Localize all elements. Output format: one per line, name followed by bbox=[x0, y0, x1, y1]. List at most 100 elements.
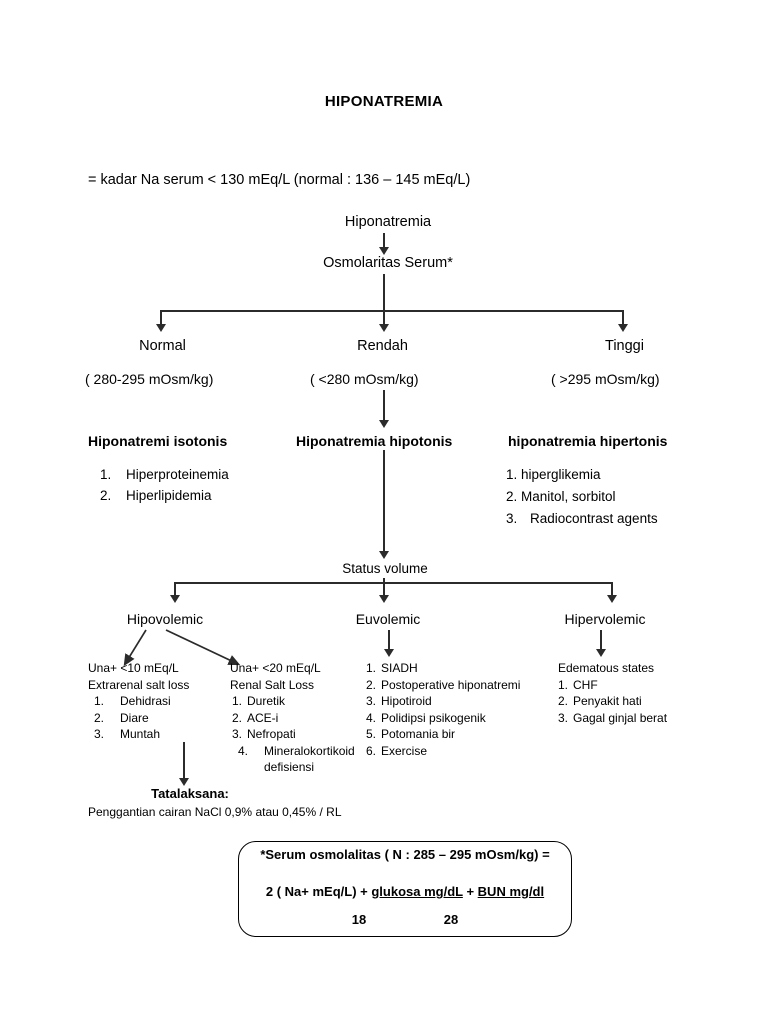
list-item-label: Exercise bbox=[381, 743, 428, 758]
list-item: 2. Hiperlipidemia bbox=[100, 485, 229, 506]
list-item-label: Hipotiroid bbox=[381, 694, 432, 708]
list-item-number: 2. bbox=[506, 489, 518, 504]
column-head-line2: Renal Salt Loss bbox=[230, 677, 315, 692]
list-item-number: 2. bbox=[558, 694, 569, 708]
list-euvolemic: 1. SIADH 2. Postoperative hiponatremi 3. Hi… bbox=[366, 660, 520, 759]
heading-tatalaksana: Tatalaksana: bbox=[151, 786, 229, 801]
list-item-number: 2. bbox=[94, 710, 105, 725]
formula-line-2: 2 ( Na+ mEq/L) + glukosa mg/dL + BUN mg/… bbox=[238, 884, 572, 899]
list-item-number: 3. bbox=[558, 710, 569, 725]
list-hypovolemic-renal: 1.Duretik 2. ACE-i 3.Nefropati 4.Mineralo… bbox=[230, 693, 355, 759]
page-title: HIPONATREMIA bbox=[324, 93, 444, 110]
column-hypovolemic-extrarenal: Una+ <10 mEq/L Extrarenal salt loss 1.De… bbox=[88, 660, 189, 743]
list-item-number: 3. bbox=[232, 727, 243, 741]
list-item-label: Hiperproteinemia bbox=[126, 467, 229, 482]
node-hiponatremia: Hiponatremia bbox=[344, 214, 432, 230]
column-hypovolemic-renal: Una+ <20 mEq/L Renal Salt Loss 1.Duretik… bbox=[230, 660, 355, 776]
connector-osmolarity-mid-drop bbox=[383, 310, 385, 326]
list-item-label: Penyakit hati bbox=[573, 694, 642, 708]
list-item: 1. SIADH bbox=[366, 660, 520, 677]
connector-osmolarity-right-drop bbox=[622, 310, 624, 326]
connector-statusvolume-mid-drop bbox=[383, 582, 385, 596]
branch-label-tinggi: Tinggi bbox=[605, 338, 644, 354]
list-isotonic-causes: 1.Hiperproteinemia 2.Hiperlipidemia bbox=[100, 464, 229, 506]
header-hiponatremi-isotonis: Hiponatremi isotonis bbox=[88, 433, 228, 449]
connector-rendah-to-hipotonis bbox=[383, 390, 385, 422]
list-item: 3. Gagal ginjal berat bbox=[558, 710, 667, 727]
arrowhead-branch-euvolemic bbox=[379, 595, 389, 603]
formula-denominator-glukosa: 18 bbox=[351, 912, 367, 927]
list-hypertonic-causes: 1.hiperglikemia 2.Manitol, sorbitol 3. Ra… bbox=[506, 464, 658, 530]
list-item: 2. Penyakit hati bbox=[558, 693, 667, 710]
list-item-number: 3. bbox=[366, 694, 377, 708]
list-item-label: Radiocontrast agents bbox=[530, 511, 658, 526]
node-hipervolemic: Hipervolemic bbox=[564, 611, 646, 627]
list-item-label: Postoperative hiponatremi bbox=[381, 677, 521, 692]
column-hypervolemic-causes: Edematous states 1.CHF 2. Penyakit hati 3… bbox=[558, 660, 667, 726]
list-item-label: Duretik bbox=[247, 694, 286, 708]
branch-label-normal: Normal bbox=[139, 338, 186, 354]
text-tatalaksana-detail: Penggantian cairan NaCl 0,9% atau 0,45% … bbox=[88, 805, 342, 819]
formula-term-glukosa: glukosa mg/dL bbox=[371, 884, 463, 899]
list-item-number: 4. bbox=[238, 743, 249, 758]
list-item-number: 2. bbox=[366, 677, 377, 692]
column-head-line1: Una+ <20 mEq/L bbox=[230, 661, 321, 675]
connector-statusvolume-bar bbox=[174, 582, 612, 584]
list-item-number: 3. bbox=[506, 511, 518, 526]
node-hipovolemic: Hipovolemic bbox=[126, 611, 204, 627]
connector-statusvolume-stem bbox=[383, 578, 385, 583]
list-item-number: 1. bbox=[94, 694, 105, 708]
node-osmolaritas-serum: Osmolaritas Serum* bbox=[323, 255, 453, 271]
formula-term-bun: BUN mg/dl bbox=[477, 884, 545, 899]
column-head-line1: Edematous states bbox=[558, 661, 655, 675]
list-item-number: 1. bbox=[506, 467, 518, 482]
connector-root-to-osmolarity bbox=[383, 233, 385, 249]
list-item-label: CHF bbox=[573, 677, 598, 692]
list-item-number: 1. bbox=[366, 661, 377, 675]
formula-denominator-bun: 28 bbox=[443, 912, 459, 927]
list-item-number: 5. bbox=[366, 727, 377, 741]
list-item-label: ACE-i bbox=[247, 710, 279, 725]
branch-value-normal: ( 280-295 mOsm/kg) bbox=[85, 371, 214, 387]
list-item: 3.Muntah bbox=[88, 726, 189, 743]
branch-value-tinggi: ( >295 mOsm/kg) bbox=[551, 371, 660, 387]
arrowhead-hipervolemic-down bbox=[596, 649, 606, 657]
list-item-label: Manitol, sorbitol bbox=[521, 489, 616, 504]
node-status-volume: Status volume bbox=[342, 561, 428, 576]
definition-line: = kadar Na serum < 130 mEq/L (normal : 1… bbox=[88, 172, 471, 188]
list-item-label: Gagal ginjal berat bbox=[573, 710, 668, 725]
arrowhead-branch-normal bbox=[156, 324, 166, 332]
connector-osmolarity-bar bbox=[160, 310, 623, 312]
formula-plus: + bbox=[462, 884, 478, 899]
list-hypovolemic-extrarenal: 1. Dehidrasi 2. Diare 3.Muntah bbox=[88, 693, 189, 743]
connector-osmolarity-left-drop bbox=[160, 310, 162, 326]
list-item-number: 2. bbox=[232, 710, 243, 725]
connector-hipervolemic-down bbox=[600, 630, 602, 651]
list-item-number: 4. bbox=[366, 710, 377, 725]
list-item-number: 2. bbox=[100, 488, 112, 503]
connector-statusvolume-left-drop bbox=[174, 582, 176, 596]
list-item: 3. Hipotiroid bbox=[366, 693, 520, 710]
arrowhead-extrarenal-to-tatalaksana bbox=[179, 778, 189, 786]
list-item-label: SIADH bbox=[381, 661, 418, 675]
list-item: 1.CHF bbox=[558, 677, 667, 694]
branch-label-rendah: Rendah bbox=[357, 338, 408, 354]
arrowhead-branch-hipervolemic bbox=[607, 595, 617, 603]
connector-osmolarity-stem bbox=[383, 274, 385, 311]
list-item-label: Dehidrasi bbox=[120, 694, 171, 708]
column-euvolemic-causes: 1. SIADH 2. Postoperative hiponatremi 3. Hi… bbox=[366, 660, 520, 759]
list-item-label: hiperglikemia bbox=[521, 467, 601, 482]
formula-line-1: *Serum osmolalitas ( N : 285 – 295 mOsm/… bbox=[260, 847, 550, 862]
list-item: 5.Potomania bir bbox=[366, 726, 520, 743]
branch-value-rendah: ( <280 mOsm/kg) bbox=[310, 371, 419, 387]
arrowhead-hipotonis-to-statusvolume bbox=[379, 551, 389, 559]
formula-box bbox=[238, 841, 572, 937]
arrowhead-branch-rendah bbox=[379, 324, 389, 332]
list-item: 3.Nefropati bbox=[230, 726, 355, 743]
list-item: 4.Mineralokortikoid bbox=[230, 743, 355, 760]
list-item: 3. Radiocontrast agents bbox=[506, 508, 658, 530]
list-item-label: Hiperlipidemia bbox=[126, 488, 212, 503]
list-item: 1.Duretik bbox=[230, 693, 355, 710]
list-item-label: Diare bbox=[120, 710, 149, 725]
